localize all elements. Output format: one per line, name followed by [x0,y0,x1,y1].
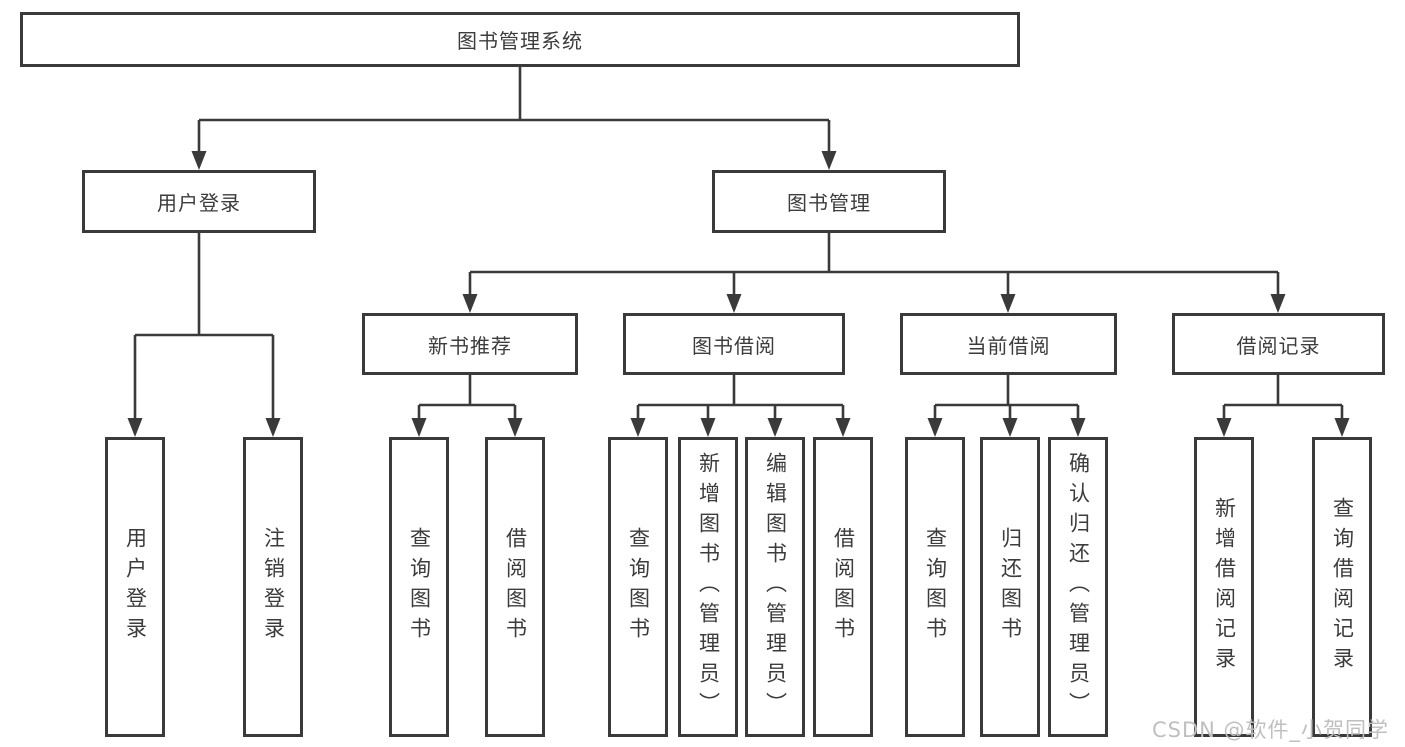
node-new-book-rec: 新书推荐 [362,313,578,375]
node-leaf-br-query-record-label: 查询借阅记录 [1330,497,1355,677]
node-leaf-bb-borrow-books: 借阅图书 [813,437,873,737]
node-borrow-records-label: 借阅记录 [1236,333,1321,358]
node-leaf-logout: 注销登录 [243,437,303,737]
node-leaf-rec-borrow-books-label: 借阅图书 [503,527,528,647]
node-leaf-bb-query-books: 查询图书 [608,437,668,737]
node-current-borrow-label: 当前借阅 [966,333,1051,358]
edge-new-book-rec-to-children [411,375,523,437]
node-borrow-records: 借阅记录 [1172,313,1385,375]
edge-root-to-level2 [191,67,837,170]
node-leaf-br-add-record-label: 新增借阅记录 [1212,497,1237,677]
csdn-watermark: CSDN @软件_小贺同学 [1152,718,1390,742]
node-current-borrow: 当前借阅 [900,313,1117,375]
node-leaf-cb-return-books-label: 归还图书 [998,527,1023,647]
node-leaf-cb-query-books-label: 查询图书 [923,527,948,647]
node-leaf-cb-query-books: 查询图书 [905,437,965,737]
node-book-mgmt: 图书管理 [712,170,946,233]
node-leaf-user-login-label: 用户登录 [123,527,148,647]
node-leaf-bb-borrow-books-label: 借阅图书 [831,527,856,647]
node-leaf-cb-return-books: 归还图书 [980,437,1040,737]
node-leaf-rec-borrow-books: 借阅图书 [485,437,545,737]
node-leaf-cb-confirm-return-label: 确认归还（管理员） [1066,452,1091,722]
node-leaf-bb-edit-books-label: 编辑图书（管理员） [763,452,788,722]
node-leaf-br-add-record: 新增借阅记录 [1194,437,1254,737]
edge-user-login-to-children [127,233,281,437]
node-user-login-label: 用户登录 [157,191,241,215]
node-root-label: 图书管理系统 [457,29,583,53]
node-user-login: 用户登录 [82,170,316,233]
node-leaf-bb-edit-books: 编辑图书（管理员） [745,437,805,737]
edge-book-borrow-to-children [630,375,851,437]
node-leaf-bb-add-books: 新增图书（管理员） [678,437,738,737]
node-book-borrow-label: 图书借阅 [692,333,776,358]
edge-current-borrow-to-children [927,375,1086,437]
node-leaf-bb-add-books-label: 新增图书（管理员） [696,452,721,722]
node-root: 图书管理系统 [20,12,1020,67]
node-leaf-cb-confirm-return: 确认归还（管理员） [1048,437,1108,737]
edge-borrow-records-to-children [1216,375,1350,437]
node-leaf-logout-label: 注销登录 [261,527,286,647]
node-book-borrow: 图书借阅 [623,313,845,375]
node-leaf-bb-query-books-label: 查询图书 [626,527,651,647]
node-book-mgmt-label: 图书管理 [787,191,871,215]
edge-book-mgmt-to-children [462,233,1286,313]
node-leaf-br-query-record: 查询借阅记录 [1312,437,1372,737]
node-new-book-rec-label: 新书推荐 [428,333,512,358]
node-leaf-rec-query-books: 查询图书 [389,437,449,737]
node-leaf-user-login: 用户登录 [105,437,165,737]
node-leaf-rec-query-books-label: 查询图书 [407,527,432,647]
